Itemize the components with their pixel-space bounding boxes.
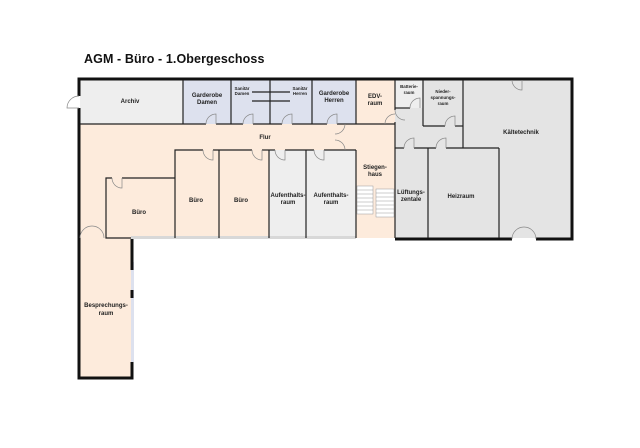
label-sanitaer-herren-1: Sanitär bbox=[293, 86, 308, 91]
label-nieder-1: Nieder- bbox=[435, 89, 451, 94]
label-nieder-2: spannungs- bbox=[431, 95, 456, 100]
door-batterie[interactable] bbox=[409, 97, 421, 109]
label-nieder-3: raum bbox=[438, 101, 449, 106]
door-aufenthalt1[interactable] bbox=[274, 149, 286, 161]
room-batterie[interactable] bbox=[395, 80, 423, 108]
room-flur[interactable] bbox=[80, 124, 395, 150]
door-sanitaer-herren[interactable] bbox=[281, 113, 293, 125]
room-garderobe-damen[interactable] bbox=[183, 80, 231, 124]
door-aufenthalt2[interactable] bbox=[313, 149, 325, 161]
label-batterie-2: raum bbox=[404, 90, 415, 95]
label-heizraum: Heizraum bbox=[447, 194, 474, 200]
door-flur-right-b[interactable] bbox=[334, 139, 346, 151]
label-edv-1: EDV- bbox=[368, 94, 382, 100]
door-kaelte-bottom-b[interactable] bbox=[523, 226, 537, 240]
label-buero3: Büro bbox=[234, 198, 248, 204]
room-nieder[interactable] bbox=[423, 80, 463, 126]
room-besprechung[interactable] bbox=[80, 238, 131, 377]
label-stiegenhaus-1: Stiegen- bbox=[363, 165, 387, 171]
label-lueftung-1: Lüftungs- bbox=[397, 190, 425, 196]
label-lueftung-2: zentale bbox=[401, 197, 422, 203]
interior-walls bbox=[80, 80, 500, 239]
room-labels: Archiv Garderobe Damen Sanitär Damen San… bbox=[84, 84, 539, 317]
label-batterie-1: Batterie- bbox=[400, 84, 418, 89]
door-lueftung[interactable] bbox=[403, 137, 415, 149]
label-besprechung-2: raum bbox=[99, 311, 114, 317]
label-garderobe-damen-1: Garderobe bbox=[192, 93, 223, 99]
room-aufenthalt1[interactable] bbox=[269, 150, 306, 238]
room-archiv[interactable] bbox=[80, 80, 183, 124]
room-fills bbox=[80, 80, 571, 377]
door-tech-corridor[interactable] bbox=[394, 109, 406, 121]
room-buero3[interactable] bbox=[219, 150, 269, 238]
room-garderobe-herren[interactable] bbox=[312, 80, 356, 124]
label-aufenthalt2-2: raum bbox=[324, 200, 339, 206]
stairs-icon bbox=[356, 185, 395, 218]
label-buero1: Büro bbox=[132, 210, 146, 216]
window-strip-bottom bbox=[131, 236, 356, 239]
label-kaelte: Kältetechnik bbox=[503, 130, 539, 136]
label-stiegenhaus-2: haus bbox=[368, 172, 383, 178]
label-garderobe-herren-2: Herren bbox=[324, 98, 344, 104]
window-strip-side bbox=[131, 262, 134, 362]
label-sanitaer-herren-2: Herren bbox=[293, 91, 307, 96]
door-garderobe-damen[interactable] bbox=[205, 113, 217, 125]
door-flur-right-a[interactable] bbox=[334, 123, 346, 135]
label-aufenthalt1-1: Aufenthalts- bbox=[271, 193, 306, 199]
door-garderobe-herren[interactable] bbox=[326, 113, 338, 125]
door-swings bbox=[66, 79, 537, 240]
room-sanitaer-damen[interactable] bbox=[231, 80, 270, 124]
plan-title: AGM - Büro - 1.Obergeschoss bbox=[84, 52, 265, 66]
room-buero1[interactable] bbox=[106, 178, 175, 238]
door-nieder[interactable] bbox=[444, 115, 456, 127]
door-buero2[interactable] bbox=[202, 149, 214, 161]
label-aufenthalt1-2: raum bbox=[281, 200, 296, 206]
door-buero1[interactable] bbox=[111, 177, 123, 189]
label-sanitaer-damen-1: Sanitär bbox=[235, 86, 250, 91]
door-archiv[interactable] bbox=[66, 95, 80, 109]
label-flur: Flur bbox=[259, 135, 271, 141]
room-heizraum[interactable] bbox=[428, 148, 499, 238]
label-garderobe-damen-2: Damen bbox=[197, 100, 217, 106]
door-kaelte-top[interactable] bbox=[511, 79, 523, 91]
door-sanitaer-damen[interactable] bbox=[242, 113, 254, 125]
label-besprechung-1: Besprechungs- bbox=[84, 303, 128, 309]
outer-walls bbox=[77, 77, 574, 380]
label-edv-2: raum bbox=[368, 101, 383, 107]
door-heizraum[interactable] bbox=[435, 137, 447, 149]
label-garderobe-herren-1: Garderobe bbox=[319, 91, 350, 97]
room-buero2[interactable] bbox=[175, 150, 219, 238]
label-buero2: Büro bbox=[189, 198, 203, 204]
label-archiv: Archiv bbox=[121, 99, 140, 105]
door-kaelte-bottom-a[interactable] bbox=[511, 226, 525, 240]
room-lueftung[interactable] bbox=[395, 148, 428, 238]
label-aufenthalt2-1: Aufenthalts- bbox=[314, 193, 349, 199]
label-sanitaer-damen-2: Damen bbox=[235, 91, 250, 96]
door-besprechung-a[interactable] bbox=[79, 225, 93, 239]
door-buero3[interactable] bbox=[251, 149, 263, 161]
room-sanitaer-herren[interactable] bbox=[270, 80, 312, 124]
door-besprechung-b[interactable] bbox=[91, 225, 105, 239]
room-aufenthalt2[interactable] bbox=[306, 150, 356, 238]
door-edv[interactable] bbox=[384, 113, 396, 125]
